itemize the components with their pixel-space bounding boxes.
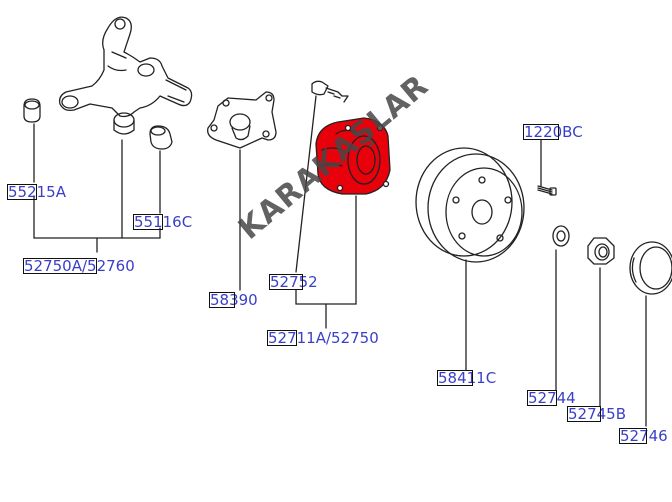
part-number-text: 52744 bbox=[528, 389, 576, 407]
screw-1220bc bbox=[537, 185, 557, 196]
hub-cap-52746 bbox=[629, 241, 672, 295]
part-number-text: 55116C bbox=[134, 213, 193, 231]
part-number-text: 58411C bbox=[438, 369, 497, 387]
part-label-52744[interactable]: 52744 bbox=[527, 389, 576, 407]
part-number-text: 1220BC bbox=[524, 123, 583, 141]
backing-plate-58390 bbox=[207, 91, 277, 149]
bushing-55116c bbox=[149, 125, 173, 150]
part-number-text: 52746 bbox=[620, 427, 668, 445]
part-number-text: 52745B bbox=[568, 405, 627, 423]
part-label-58411c[interactable]: 58411C bbox=[437, 369, 497, 387]
part-label-55215a[interactable]: 55215A bbox=[7, 184, 66, 200]
part-label-52746[interactable]: 52746 bbox=[619, 427, 668, 445]
part-number-text: 52750A/52760 bbox=[24, 257, 135, 275]
steering-knuckle bbox=[58, 16, 193, 135]
part-label-58390[interactable]: 58390 bbox=[209, 291, 258, 309]
leader-52752 bbox=[295, 95, 317, 273]
part-number-text: 52752 bbox=[270, 273, 318, 291]
nut-52745b bbox=[587, 237, 615, 265]
washer-52744 bbox=[552, 225, 570, 247]
part-label-52711a-52750[interactable]: 52711A/52750 bbox=[267, 329, 379, 347]
part-label-55116c[interactable]: 55116C bbox=[133, 213, 193, 231]
wheel-bolt-52752 bbox=[311, 80, 349, 103]
part-number-text: 58390 bbox=[210, 291, 258, 309]
brake-drum-58411c bbox=[415, 147, 525, 263]
part-label-1220bc[interactable]: 1220BC bbox=[523, 123, 583, 141]
part-number-text: 52711A/52750 bbox=[268, 329, 379, 347]
wheel-hub-52711a bbox=[315, 117, 391, 195]
part-label-52745b[interactable]: 52745B bbox=[567, 405, 627, 423]
part-label-52752[interactable]: 52752 bbox=[269, 273, 318, 291]
bushing-55215a bbox=[23, 98, 41, 123]
part-label-52750a-52760-left[interactable]: 52750A/52760 bbox=[23, 257, 135, 275]
